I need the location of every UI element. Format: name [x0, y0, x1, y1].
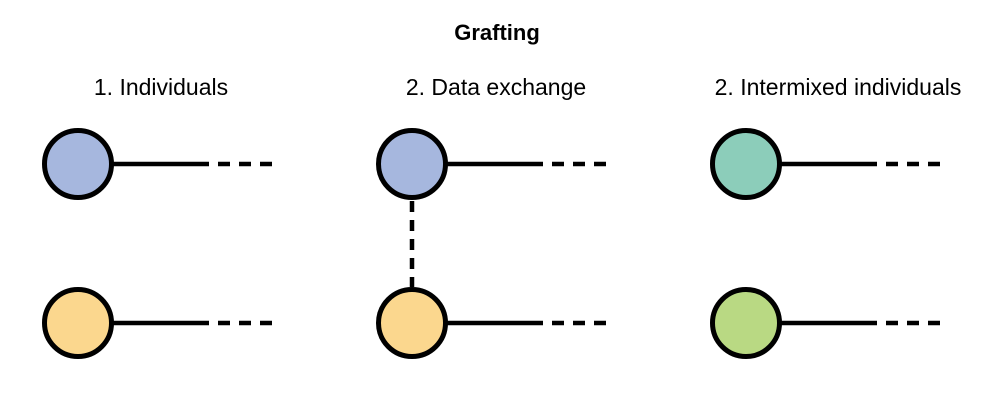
node-circle-orange-individual	[42, 287, 114, 359]
node-circle-green-intermixed	[710, 287, 782, 359]
node-circle-orange-individual-exchange	[376, 287, 448, 359]
column-label-intermixed-individuals: 2. Intermixed individuals	[714, 74, 962, 100]
node-circle-blue-individual-exchange	[376, 128, 448, 200]
column-label-data-exchange: 2. Data exchange	[405, 74, 587, 100]
figure-title: Grafting	[454, 20, 540, 45]
column-label-individuals: 1. Individuals	[93, 74, 229, 100]
node-circle-blue-individual	[42, 128, 114, 200]
node-circle-teal-intermixed	[710, 128, 782, 200]
